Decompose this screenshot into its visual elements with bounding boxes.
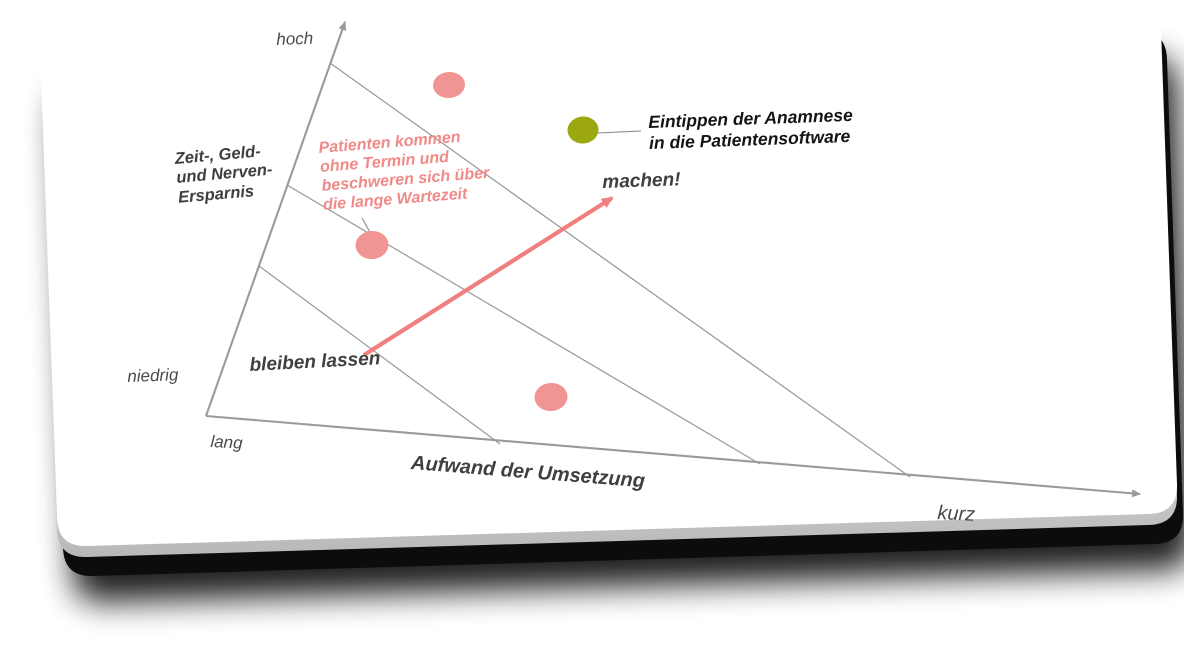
trend-arrow (362, 196, 614, 357)
axis-tick-lang: lang (210, 432, 244, 453)
leader-olive (597, 130, 642, 134)
data-point-pink-1 (433, 71, 465, 99)
diagonal-bands (258, 62, 911, 478)
data-points (355, 71, 599, 412)
card-body (40, 0, 1178, 547)
data-point-pink-2 (355, 230, 389, 260)
zone-label-machen: machen! (602, 169, 681, 193)
axis-tick-niedrig: niedrig (127, 365, 179, 386)
data-point-olive (567, 116, 599, 144)
y-axis-title: Zeit-, Geld- und Nerven- Ersparnis (174, 142, 275, 209)
x-axis (205, 414, 1141, 498)
y-axis (205, 21, 347, 417)
band-line-1 (329, 62, 911, 478)
data-point-pink-3 (534, 382, 568, 412)
callout-olive: Eintippen der Anamnese in die Patientens… (648, 105, 854, 153)
axis-tick-kurz: kurz (936, 502, 976, 526)
callout-pink: Patienten kommen ohne Termin und beschwe… (318, 127, 491, 215)
band-line-3 (258, 265, 501, 445)
band-line-2 (286, 184, 761, 465)
axis-tick-hoch: hoch (276, 28, 314, 49)
axes (205, 21, 1141, 498)
